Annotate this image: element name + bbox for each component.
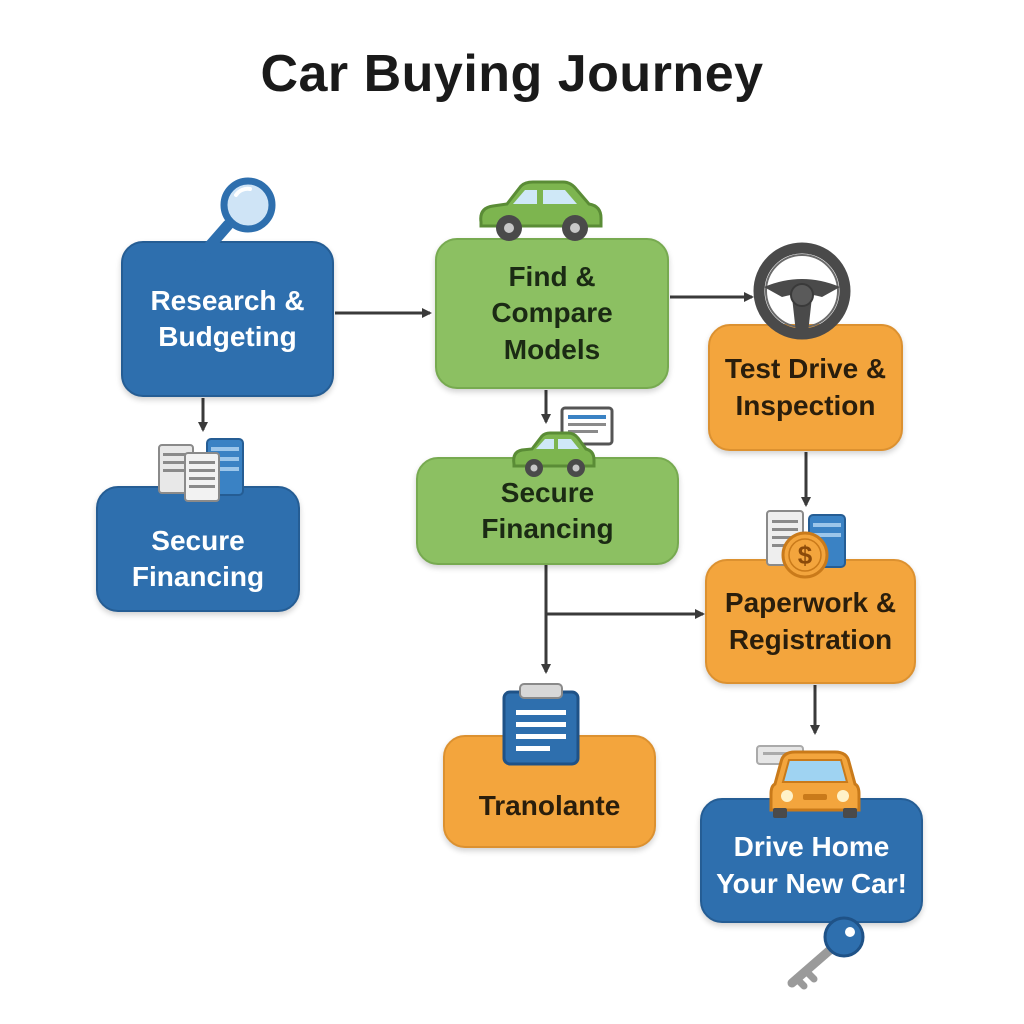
node-label-line: Secure xyxy=(151,524,245,556)
node-label-line: Models xyxy=(503,333,601,365)
node-label-line: Financing xyxy=(131,561,265,592)
key-icon xyxy=(787,916,865,990)
steering-wheel-icon xyxy=(753,242,851,340)
page-title: Car Buying Journey xyxy=(260,45,764,103)
green-car-icon xyxy=(479,180,603,241)
node-label-line: Inspection xyxy=(735,389,876,421)
node-label-line: Tranolante xyxy=(478,790,621,822)
node-find-compare-models: Find & Compare Models xyxy=(435,238,669,389)
node-label-line: Drive Home xyxy=(733,831,890,863)
small-car-icon xyxy=(512,431,596,477)
node-secure-financing-mid: Secure Financing xyxy=(416,457,679,565)
node-label-line: Budgeting xyxy=(158,321,297,352)
svg-text:$: $ xyxy=(798,540,813,570)
node-drive-home: Drive Home Your New Car! xyxy=(700,798,923,923)
node-paperwork-registration: Paperwork & Registration xyxy=(705,559,916,684)
dollar-coin-icon: $ xyxy=(766,510,846,579)
orange-car-icon xyxy=(756,745,861,818)
node-label-line: Your New Car! xyxy=(716,867,907,899)
clipboard-icon xyxy=(502,683,580,766)
node-research-budgeting: Research & Budgeting xyxy=(121,241,334,397)
node-label-line: Paperwork & xyxy=(724,587,897,619)
magnifier-icon xyxy=(194,177,276,263)
node-secure-financing-left: Secure Financing xyxy=(96,486,300,612)
node-label-line: Secure Financing xyxy=(481,476,614,544)
documents-icon xyxy=(158,438,244,502)
node-label-line: Find & Compare xyxy=(491,260,613,329)
node-label-line: Research & xyxy=(150,284,305,316)
node-label-line: Test Drive & xyxy=(724,353,887,385)
node-test-drive-inspection: Test Drive & Inspection xyxy=(708,324,903,451)
node-label-line: Registration xyxy=(728,623,893,655)
